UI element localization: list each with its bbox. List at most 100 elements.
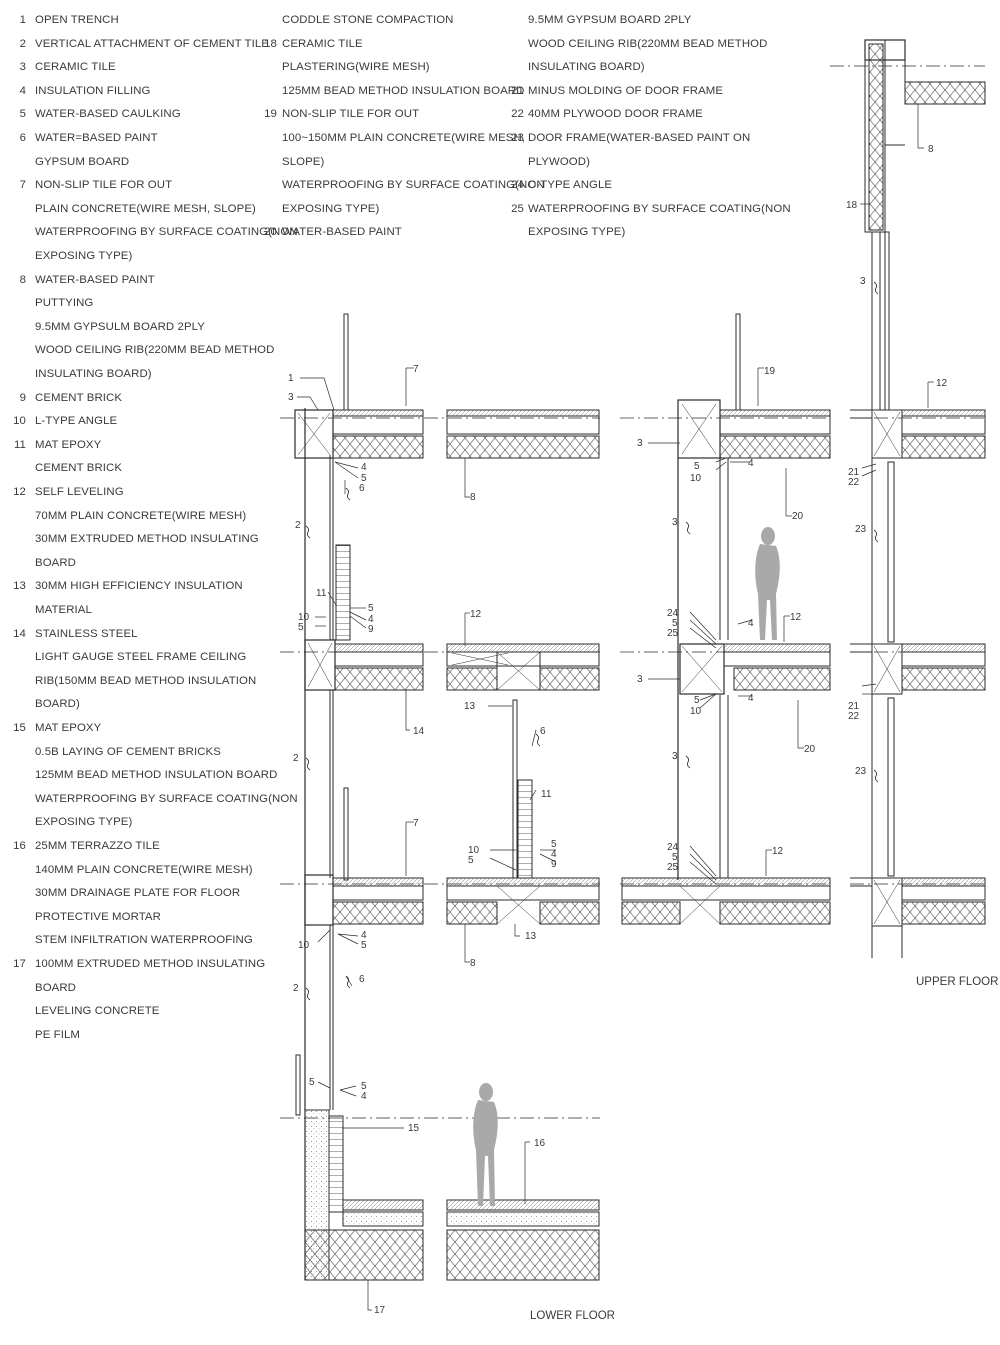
legend-number: 24 [511, 179, 524, 192]
callout-5: 5 [361, 473, 367, 484]
legend-text: WATERPROOFING BY SURFACE COATING(NON [35, 226, 298, 239]
legend-text: MAT EPOXY [35, 722, 102, 734]
callout-10: 10 [298, 612, 310, 623]
leader-lines [297, 104, 934, 1311]
legend-text: WATER-BASED PAINT [35, 273, 155, 286]
callout-4: 4 [551, 849, 557, 860]
legend-number: 15 [13, 722, 26, 734]
legend-number: 22 [511, 108, 524, 121]
legend-text: 70MM PLAIN CONCRETE(WIRE MESH) [35, 509, 247, 522]
legend-text: MAT EPOXY [35, 438, 102, 451]
callout-15: 15 [408, 1123, 420, 1134]
callout-20: 20 [792, 511, 804, 522]
legend-text: 100MM EXTRUDED METHOD INSULATING [35, 958, 266, 970]
callout-3: 3 [288, 392, 294, 403]
callout-4: 4 [748, 458, 754, 469]
upper-right-section [830, 39, 986, 958]
human-figure-lower [473, 1083, 498, 1206]
legend-text: NON-SLIP TILE FOR OUT [282, 108, 420, 121]
callout-14: 14 [413, 726, 425, 737]
legend-text: WATERPROOFING BY SURFACE COATING(NON [35, 792, 298, 805]
callout-12: 12 [936, 378, 948, 389]
legend-text: 9.5MM GYPSULM BOARD 2PLY [35, 320, 205, 333]
legend-text: GYPSUM BOARD [35, 155, 130, 168]
legend-text: WATERPROOFING BY SURFACE COATING(NON [528, 202, 791, 215]
callout-19: 19 [764, 366, 776, 377]
legend-number: 12 [13, 486, 26, 498]
callout-2: 2 [293, 753, 299, 764]
legend-number: 10 [13, 415, 26, 428]
legend-text: 30MM DRAINAGE PLATE FOR FLOOR [35, 887, 241, 900]
callout-3: 3 [637, 674, 643, 685]
callout-10: 10 [468, 845, 480, 856]
callout-11: 11 [541, 789, 552, 800]
legend-number: 23 [511, 132, 524, 144]
legend-number: 21 [511, 84, 524, 97]
callout-10: 10 [690, 473, 702, 484]
callout-12: 12 [790, 612, 802, 623]
legend-text: 100~150MM PLAIN CONCRETE(WIRE MESH, [282, 132, 526, 144]
callout-6: 6 [359, 483, 365, 494]
callout-5: 5 [672, 618, 678, 629]
callout-5: 5 [551, 839, 557, 850]
legend-text: LEVELING CONCRETE [35, 1005, 160, 1018]
callout-5: 5 [694, 695, 700, 706]
callout-8: 8 [470, 492, 476, 503]
callout-12: 12 [772, 846, 784, 857]
legend-text: INSULATION FILLING [35, 84, 151, 97]
callout-4: 4 [361, 930, 367, 941]
callout-24: 24 [667, 842, 679, 853]
legend-number: 4 [19, 84, 26, 97]
callout-6: 6 [359, 974, 365, 985]
legend-text: WATER-BASED PAINT [282, 226, 402, 239]
legend-number: 17 [13, 958, 26, 970]
legend-text: NON-SLIP TILE FOR OUT [35, 179, 173, 192]
legend-text: 40MM PLYWOOD DOOR FRAME [528, 108, 703, 121]
callout-13: 13 [464, 701, 476, 712]
legend-text: 140MM PLAIN CONCRETE(WIRE MESH) [35, 863, 253, 876]
callout-5: 5 [361, 940, 367, 951]
legend-number: 16 [13, 840, 26, 852]
legend-text: BOARD [35, 556, 77, 569]
callout-5: 5 [468, 855, 474, 866]
lower-floor-label: LOWER FLOOR [530, 1310, 615, 1322]
callout-3: 3 [860, 276, 866, 287]
upper-floor-label: UPPER FLOOR [916, 976, 999, 988]
callout-5: 5 [298, 622, 304, 633]
legend-number: 14 [13, 627, 26, 640]
legend-text: RIB(150MM BEAD METHOD INSULATION [35, 674, 257, 687]
legend-text: L-TYPE ANGLE [35, 415, 118, 428]
callout-5: 5 [309, 1077, 315, 1088]
callout-5: 5 [361, 1081, 367, 1092]
callout-numbers: 1 3 7 4 5 6 2 8 11 5 4 9 10 5 12 13 14 6… [288, 144, 948, 1316]
legend-text: WATER-BASED CAULKING [35, 108, 181, 121]
callout-20: 20 [804, 744, 816, 755]
legend-text: STAINLESS STEEL [35, 627, 138, 640]
legend-text: WOOD CEILING RIB(220MM BEAD METHOD [35, 344, 275, 357]
legend-text: 0.5B LAYING OF CEMENT BRICKS [35, 745, 221, 758]
legend-text: EXPOSING TYPE) [35, 250, 133, 262]
legend-text: STEM INFILTRATION WATERPROOFING [35, 934, 253, 947]
callout-1: 1 [288, 373, 294, 384]
legend-text: WOOD CEILING RIB(220MM BEAD METHOD [528, 37, 768, 50]
callout-18: 18 [846, 200, 858, 211]
legend-number: 2 [19, 37, 26, 50]
callout-4: 4 [368, 614, 374, 625]
callout-23: 23 [855, 524, 867, 535]
legend-text: INSULATING BOARD) [528, 61, 645, 74]
legend-text: VERTICAL ATTACHMENT OF CEMENT TILE [35, 37, 269, 50]
callout-2: 2 [293, 983, 299, 994]
callout-11: 11 [316, 588, 327, 599]
callout-22: 22 [848, 477, 860, 488]
callout-16: 16 [534, 1138, 546, 1149]
callout-2: 2 [295, 520, 301, 531]
legend-text: CEMENT BRICK [35, 391, 123, 404]
legend-text: PE FILM [35, 1028, 81, 1041]
legend-text: 125MM BEAD METHOD INSULATION BOARD [282, 84, 525, 97]
callout-10: 10 [690, 706, 702, 717]
legend-text: PLAIN CONCRETE(WIRE MESH, SLOPE) [35, 202, 256, 215]
legend-text: WATERPROOFING BY SURFACE COATING(NON [282, 179, 545, 192]
legend-text: EXPOSING TYPE) [528, 226, 626, 239]
legend-text: PROTECTIVE MORTAR [35, 910, 161, 923]
